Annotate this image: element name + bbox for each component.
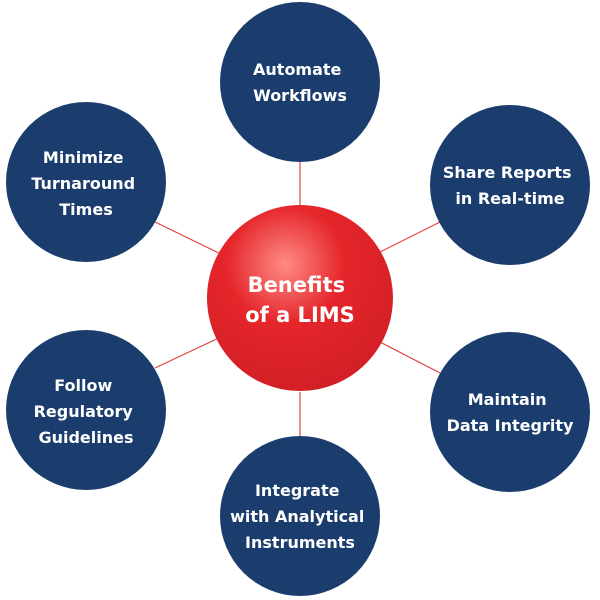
node-label: Follow Regulatory Guidelines xyxy=(34,376,139,447)
node-circle xyxy=(220,436,380,596)
node-label-line: Share Reports xyxy=(443,163,572,182)
center-node: Benefits of a LIMS xyxy=(207,205,393,391)
center-circle xyxy=(207,205,393,391)
node-label-line: Regulatory xyxy=(34,402,134,421)
node-label-line: with Analytical xyxy=(230,507,364,526)
node-label-line: Workflows xyxy=(253,86,347,105)
node-automate-workflows: Automate Workflows xyxy=(220,2,380,162)
node-label-line: Automate xyxy=(253,60,342,79)
node-label: Minimize Turnaround Times xyxy=(31,148,140,219)
node-integrate-instruments: Integrate with Analytical Instruments xyxy=(220,436,380,596)
node-circle xyxy=(6,102,166,262)
center-label-line: of a LIMS xyxy=(245,303,355,327)
connector-follow-guidelines xyxy=(154,335,224,369)
node-follow-guidelines: Follow Regulatory Guidelines xyxy=(6,330,166,490)
center-label-line: Benefits xyxy=(248,273,346,297)
node-label-line: Turnaround xyxy=(31,174,135,193)
node-circle xyxy=(430,332,590,492)
node-label-line: in Real-time xyxy=(455,189,564,208)
node-label-line: Minimize xyxy=(43,148,124,167)
node-maintain-data-integrity: Maintain Data Integrity xyxy=(430,332,590,492)
node-label-line: Integrate xyxy=(255,481,340,500)
node-circle xyxy=(220,2,380,162)
center-label: Benefits of a LIMS xyxy=(245,273,355,327)
connector-share-reports xyxy=(375,221,441,255)
node-circle xyxy=(6,330,166,490)
node-label: Maintain Data Integrity xyxy=(447,390,574,435)
node-label: Automate Workflows xyxy=(253,60,347,105)
node-label-line: Data Integrity xyxy=(447,416,574,435)
connector-maintain-data-integrity xyxy=(375,339,441,374)
node-circle xyxy=(430,105,590,265)
node-label: Integrate with Analytical Instruments xyxy=(230,481,370,552)
node-label-line: Maintain xyxy=(468,390,547,409)
node-minimize-turnaround: Minimize Turnaround Times xyxy=(6,102,166,262)
node-label-line: Follow xyxy=(54,376,112,395)
node-label-line: Guidelines xyxy=(38,428,133,447)
connector-minimize-turnaround xyxy=(154,221,224,256)
connectors xyxy=(154,155,441,444)
node-label: Share Reports in Real-time xyxy=(443,163,577,208)
node-share-reports: Share Reports in Real-time xyxy=(430,105,590,265)
node-label-line: Instruments xyxy=(245,533,355,552)
node-label-line: Times xyxy=(59,200,112,219)
